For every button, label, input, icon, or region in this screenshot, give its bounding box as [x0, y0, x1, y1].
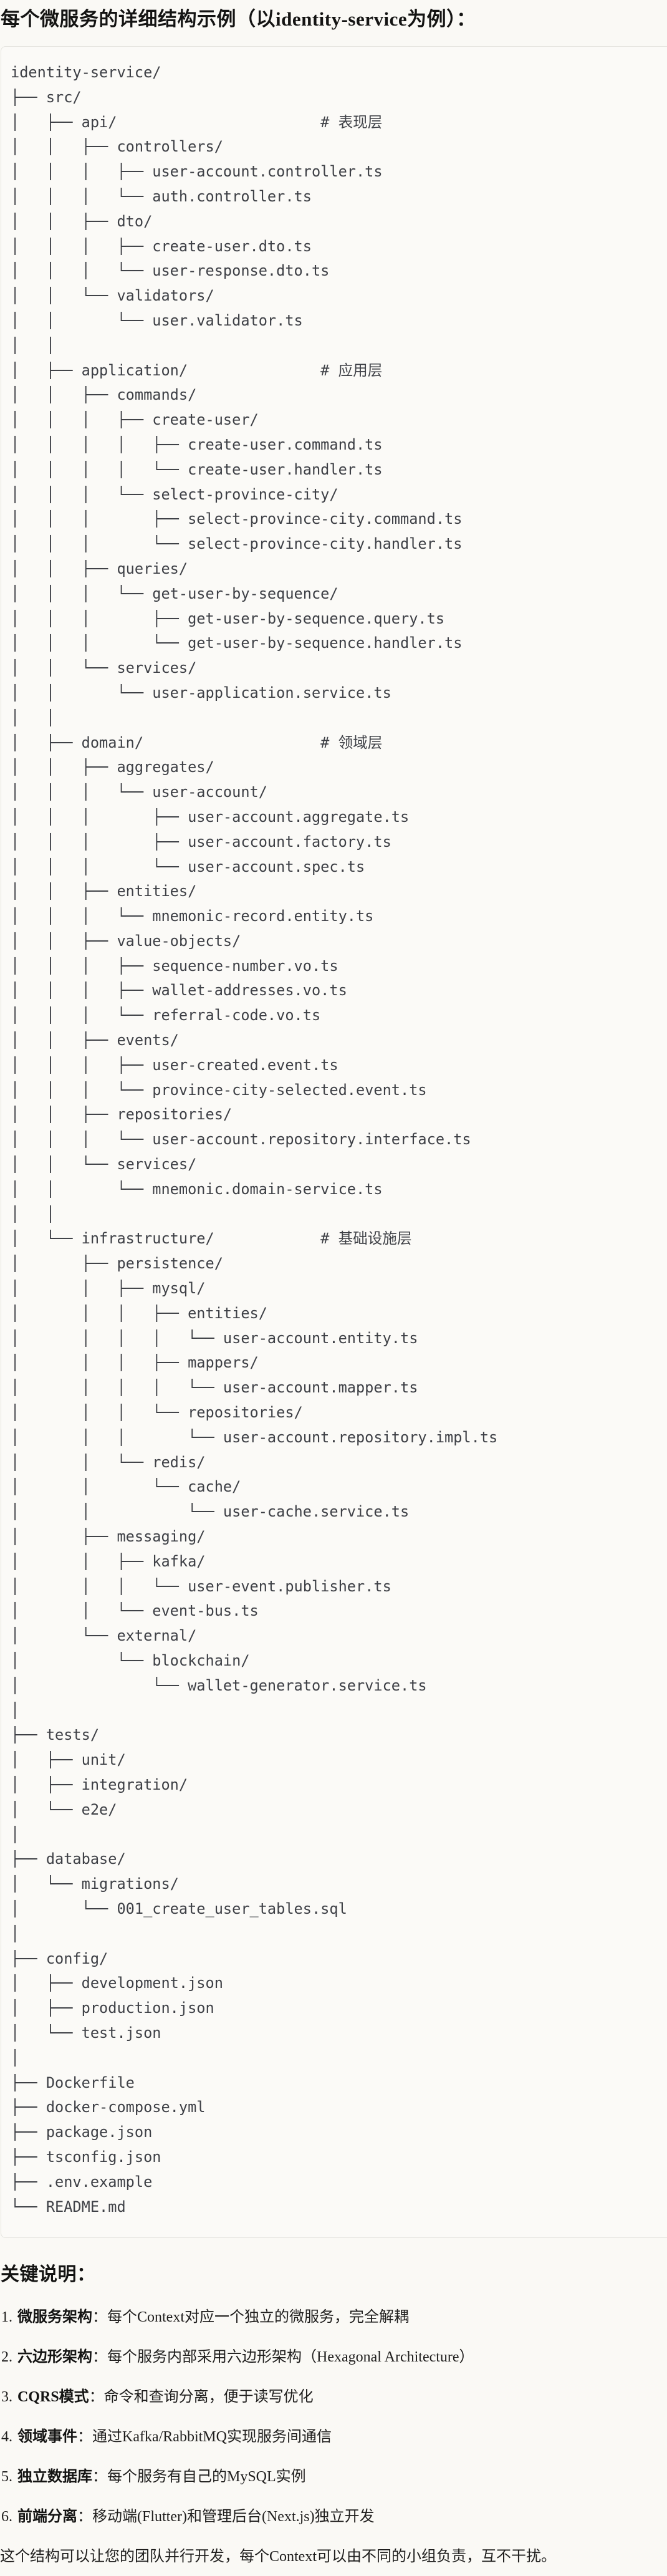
list-item-label: 领域事件	[17, 2429, 77, 2446]
list-item: 6. 前端分离：移动端(Flutter)和管理后台(Next.js)独立开发	[1, 2506, 667, 2527]
page-title: 每个微服务的详细结构示例（以identity-service为例）：	[1, 8, 476, 30]
directory-tree-code-block: identity-service/ ├── src/ │ ├── api/ # …	[1, 46, 667, 2239]
list-item-text: ：每个服务内部采用六边形架构（Hexagonal Architecture）	[92, 2349, 474, 2366]
list-item: 3. CQRS模式：命令和查询分离，便于读写优化	[1, 2386, 667, 2408]
directory-tree: identity-service/ ├── src/ │ ├── api/ # …	[11, 64, 498, 2216]
list-item-label: CQRS模式	[17, 2389, 89, 2406]
list-item-number: 1.	[1, 2309, 12, 2326]
list-item-text: ：移动端(Flutter)和管理后台(Next.js)独立开发	[77, 2509, 375, 2525]
closing-paragraph: 这个结构可以让您的团队并行开发，每个Context可以由不同的小组负责，互不干扰…	[0, 2549, 556, 2565]
list-item-number: 4.	[1, 2429, 12, 2446]
list-item: 1. 微服务架构：每个Context对应一个独立的微服务，完全解耦	[1, 2307, 667, 2328]
list-item-text: ：每个服务有自己的MySQL实例	[92, 2469, 306, 2486]
list-item: 4. 领域事件：通过Kafka/RabbitMQ实现服务间通信	[1, 2426, 667, 2448]
list-item-number: 5.	[1, 2469, 12, 2486]
list-item-number: 6.	[1, 2509, 12, 2525]
list-item-label: 六边形架构	[17, 2349, 92, 2366]
list-item-text: ：通过Kafka/RabbitMQ实现服务间通信	[77, 2429, 332, 2446]
list-item-label: 独立数据库	[17, 2469, 92, 2486]
list-item-number: 3.	[1, 2389, 12, 2406]
list-item-text: ：每个Context对应一个独立的微服务，完全解耦	[92, 2309, 409, 2326]
key-notes-heading: 关键说明：	[1, 2264, 96, 2285]
list-item-text: ：命令和查询分离，便于读写优化	[89, 2389, 314, 2406]
list-item: 5. 独立数据库：每个服务有自己的MySQL实例	[1, 2466, 667, 2487]
list-item-label: 前端分离	[17, 2509, 77, 2525]
list-item: 2. 六边形架构：每个服务内部采用六边形架构（Hexagonal Architec…	[1, 2347, 667, 2368]
list-item-number: 2.	[1, 2349, 12, 2366]
list-item-label: 微服务架构	[17, 2309, 92, 2326]
key-notes-list: 1. 微服务架构：每个Context对应一个独立的微服务，完全解耦 2. 六边形架构…	[0, 2288, 667, 2527]
